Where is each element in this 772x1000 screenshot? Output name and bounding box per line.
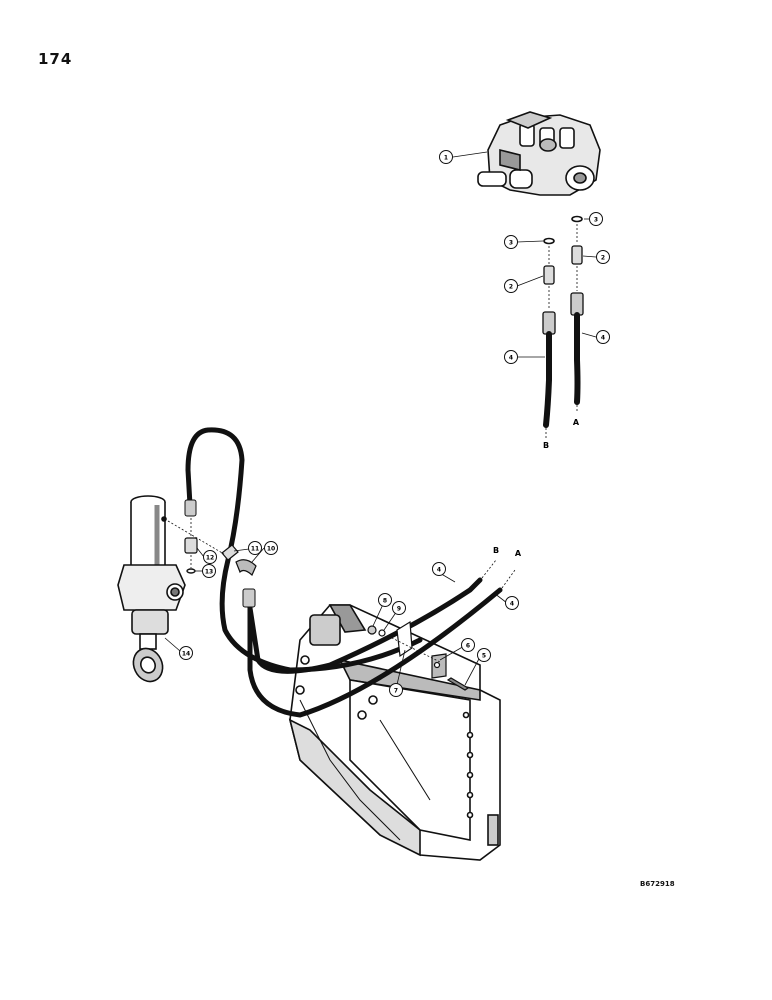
- clamp-7: [396, 620, 413, 658]
- hydraulic-cylinder: [117, 495, 186, 683]
- callout-4-mid-right: 4: [505, 596, 519, 610]
- control-valve: [477, 111, 601, 196]
- o-ring-13: [186, 568, 196, 574]
- callout-6: 6: [461, 638, 475, 652]
- callout-7: 7: [389, 683, 403, 697]
- svg-text:4: 4: [601, 335, 605, 342]
- svg-text:4: 4: [509, 355, 513, 362]
- cylinder-fittings: [167, 518, 257, 576]
- fitting-11: [221, 544, 239, 561]
- callout-8: 8: [378, 593, 392, 607]
- leader-lines: [164, 151, 597, 690]
- callout-12: 12: [203, 550, 217, 564]
- callout-10: 10: [264, 541, 278, 555]
- callout-9: 9: [392, 601, 406, 615]
- callout-2-left: 2: [504, 279, 518, 293]
- o-ring-upper-right: [571, 215, 583, 223]
- letter-a-upper: A: [573, 418, 580, 427]
- callout-14: 14: [179, 646, 193, 660]
- svg-text:10: 10: [267, 546, 275, 553]
- callout-5: 5: [477, 648, 491, 662]
- svg-text:8: 8: [383, 598, 387, 605]
- svg-text:1: 1: [444, 155, 448, 162]
- elbow-10: [235, 559, 257, 576]
- fitting-12: [184, 537, 198, 554]
- hose-b-lower: [245, 577, 483, 674]
- svg-text:7: 7: [394, 688, 398, 695]
- hose-a-upper: [574, 312, 581, 405]
- hose-cylinder-loop: [185, 427, 423, 673]
- adapter-left: [543, 265, 555, 285]
- callout-4-left: 4: [504, 350, 518, 364]
- clamp-hardware: [367, 620, 470, 691]
- callout-4-mid-left: 4: [432, 562, 446, 576]
- letter-b-upper: B: [543, 441, 549, 450]
- svg-text:12: 12: [206, 555, 214, 562]
- callouts: 1 3 3 2 2 4 4 4 4 11 10 12 13 14 8 9 6 5…: [179, 150, 610, 697]
- callout-1: 1: [439, 150, 453, 164]
- hitch-frame: [288, 604, 501, 861]
- callout-13: 13: [202, 564, 216, 578]
- bolt-5: [446, 677, 470, 691]
- page-number: 174: [38, 50, 73, 68]
- svg-text:14: 14: [182, 651, 190, 658]
- letter-a-mid: A: [515, 549, 522, 558]
- callout-11: 11: [248, 541, 262, 555]
- callout-2-right: 2: [596, 250, 610, 264]
- svg-text:4: 4: [510, 601, 514, 608]
- hose-b-upper: [543, 331, 552, 428]
- upper-hose-assembly: [542, 215, 584, 335]
- nut-8: [367, 625, 377, 635]
- svg-text:2: 2: [509, 284, 513, 291]
- adapter-right: [571, 245, 583, 265]
- svg-text:3: 3: [509, 240, 513, 247]
- svg-text:13: 13: [205, 569, 213, 576]
- o-ring-upper-left: [543, 237, 555, 245]
- callout-4-right: 4: [596, 330, 610, 344]
- hose-a-lower: [247, 587, 503, 718]
- washer-9: [378, 629, 386, 637]
- callout-3-right: 3: [589, 212, 603, 226]
- svg-text:11: 11: [251, 546, 259, 553]
- svg-text:6: 6: [466, 643, 470, 650]
- letter-b-mid: B: [493, 546, 499, 555]
- svg-text:2: 2: [601, 255, 605, 262]
- svg-text:4: 4: [437, 567, 441, 574]
- callout-3-left: 3: [504, 235, 518, 249]
- svg-text:5: 5: [482, 653, 486, 660]
- svg-text:3: 3: [594, 217, 598, 224]
- figure-code: B672918: [640, 880, 675, 888]
- svg-text:9: 9: [397, 606, 401, 613]
